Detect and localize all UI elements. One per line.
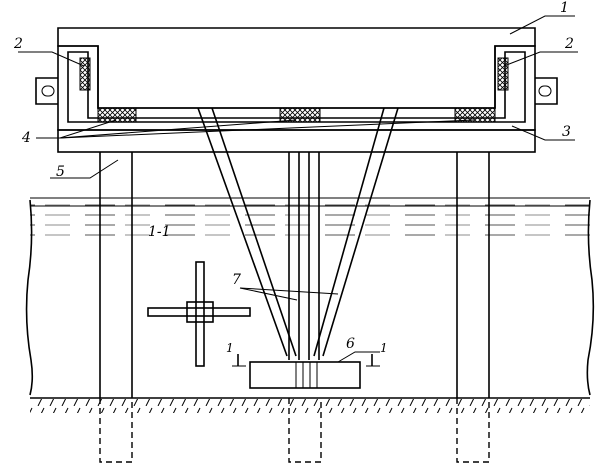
pile-left (99, 152, 133, 463)
leader-lines (18, 15, 578, 363)
section-1-1-cross (147, 261, 251, 367)
pile-center (288, 152, 322, 463)
label-side-pad-left: 2 (13, 36, 23, 52)
label-struts: 7 (232, 272, 241, 288)
left-boundary-line (25, 199, 34, 396)
lifting-lug-right (535, 77, 558, 105)
side-pad-left (79, 57, 91, 91)
section-mark-left (232, 354, 246, 367)
side-pad-right (497, 57, 509, 91)
label-frame: 3 (562, 124, 571, 140)
lifting-lug-left (35, 77, 58, 105)
pile-right (456, 152, 490, 463)
label-cap-plate: 1 (560, 0, 569, 16)
water-surface (30, 197, 590, 244)
label-piles: 5 (56, 164, 65, 180)
bearing-pad-right (454, 107, 496, 123)
right-boundary-line (586, 199, 595, 396)
label-section-mark-left: 1 (226, 341, 234, 355)
label-pads: 4 (21, 130, 31, 146)
bearing-pad-center (279, 107, 321, 123)
ground-line (30, 397, 590, 413)
section-mark-right (366, 354, 380, 367)
label-anchor-block: 6 (346, 336, 355, 352)
bearing-pad-left (97, 107, 137, 123)
label-section-water: 1-1 (148, 224, 171, 240)
label-side-pad-right: 2 (564, 36, 574, 52)
frame (57, 45, 536, 153)
label-section-mark-right: 1 (380, 341, 388, 355)
inclined-struts (197, 107, 399, 357)
anchor-block (249, 361, 361, 389)
cap-plate (57, 27, 536, 109)
